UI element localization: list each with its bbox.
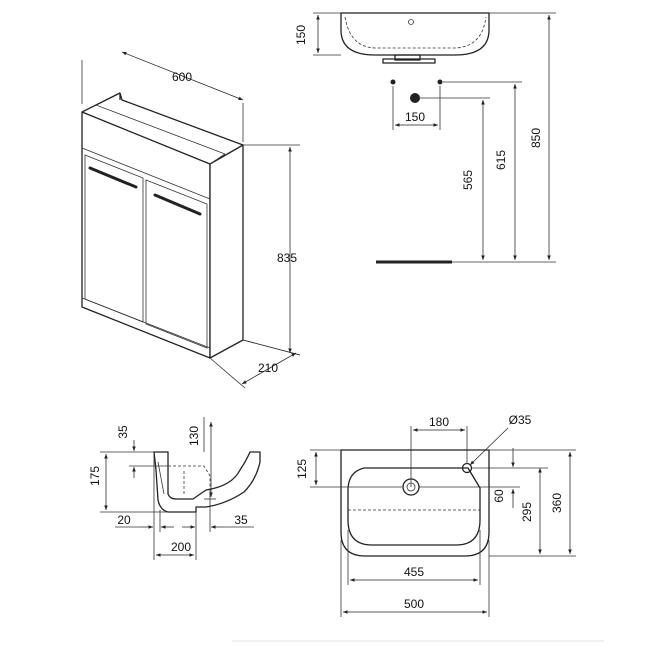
right-door	[145, 179, 208, 349]
section-front-edge	[157, 461, 165, 495]
tap-offset-label: 180	[429, 415, 449, 429]
back-margin-label: 125	[295, 459, 309, 479]
depth-extension-front	[209, 357, 246, 389]
vanity-cabinet-view: 600 835 210	[81, 51, 301, 389]
left-door-handle	[88, 166, 138, 189]
cabinet-top-rim	[81, 92, 244, 146]
basin-section-view: 35 130 175 20 35 200	[88, 417, 261, 560]
right-door-handle	[153, 193, 202, 216]
cabinet-top-rail	[81, 147, 211, 200]
left-fixing-point	[390, 79, 396, 85]
depth-extension-back	[242, 339, 301, 356]
waste-flange	[382, 58, 436, 64]
cabinet-depth-label: 210	[258, 361, 278, 375]
cabinet-side-face	[209, 144, 244, 359]
section-depth-label: 200	[171, 540, 191, 554]
depth-dimension-line	[241, 352, 297, 385]
waste-spacing-label: 150	[405, 110, 425, 124]
tap-to-waste-label: 60	[492, 489, 506, 503]
cabinet-top-inner	[81, 104, 226, 165]
cabinet-height-label: 835	[277, 251, 297, 265]
rim-thickness-label: 35	[116, 425, 130, 439]
basin-plan-view: 180 Ø35 125 60 295 360 455 500	[295, 413, 576, 617]
tap-hole-label: Ø35	[509, 413, 532, 427]
cabinet-width-label: 600	[172, 70, 192, 84]
back-offset-label: 20	[117, 513, 131, 527]
right-fixing-point	[437, 79, 443, 85]
basin-bowl-outline	[347, 467, 481, 546]
rim-height-label: 850	[529, 128, 543, 148]
overall-width-label: 500	[404, 597, 424, 611]
front-offset-label: 35	[234, 513, 248, 527]
basin-section-profile	[153, 451, 261, 513]
overall-depth-label: 360	[550, 493, 564, 513]
tap-hole-leader	[469, 427, 509, 466]
waste-connection-point	[410, 93, 420, 103]
supply-height-label: 615	[494, 150, 508, 170]
width-dimension-line	[121, 51, 244, 101]
bowl-width-label: 455	[404, 565, 424, 579]
basin-height-label: 150	[294, 25, 308, 45]
basin-bowl-hidden-line	[344, 16, 487, 49]
waste-height-label: 565	[461, 170, 475, 190]
cabinet-plinth	[81, 297, 211, 349]
section-hidden-lines	[168, 465, 211, 494]
waste-outlet	[394, 54, 421, 61]
wall-mounting-view: 150 150 565 615 850	[294, 12, 556, 264]
overall-height-label: 175	[88, 466, 102, 486]
bowl-depth-label: 130	[187, 426, 201, 446]
basin-plan-outline	[340, 449, 490, 557]
basin-front-elevation	[340, 12, 490, 56]
waste-from-front-label: 295	[520, 502, 534, 522]
tap-hole-marker	[408, 19, 414, 25]
